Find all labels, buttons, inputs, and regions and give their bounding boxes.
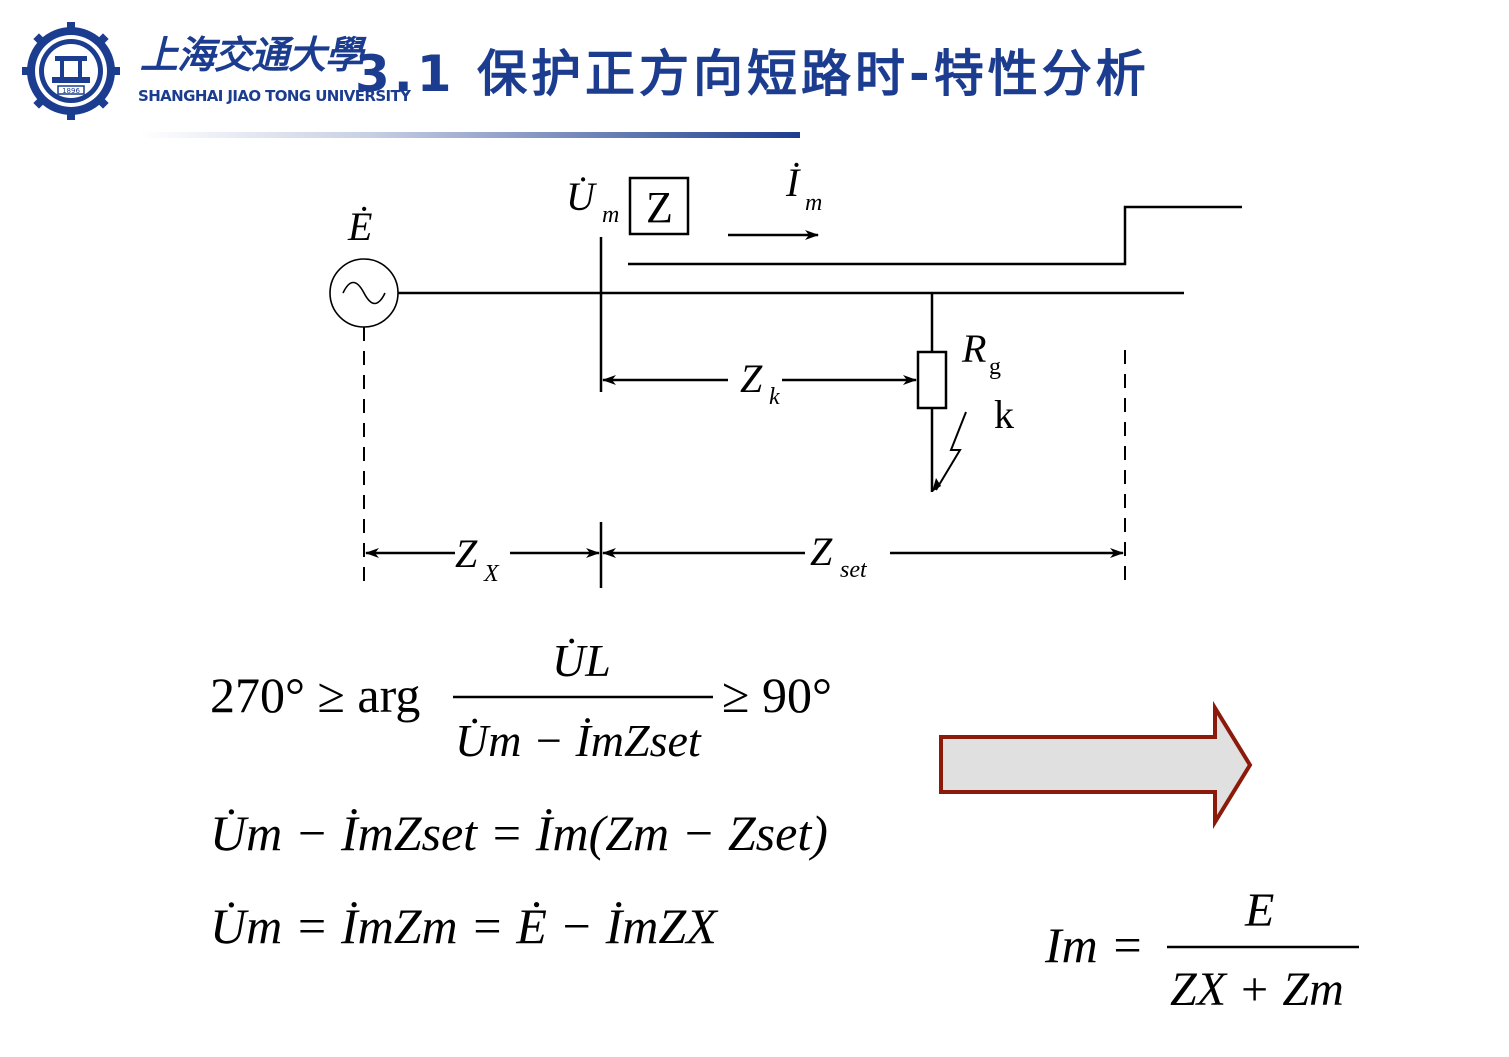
zx-label: Z: [455, 531, 478, 576]
formula-1-numerator: U̇L: [552, 635, 611, 686]
title-underline: [140, 132, 800, 138]
source-label: Ė: [347, 204, 372, 249]
formula-3: U̇m = İmZm = Ė − İmZX: [210, 898, 719, 954]
formula-4-left: Im =: [1044, 917, 1144, 973]
fault-resistor-label: R: [961, 326, 986, 371]
slide-title: 3.1 保护正方向短路时-特性分析: [355, 45, 1150, 103]
voltage-label: U̇: [566, 174, 598, 219]
fault-point-label: k: [994, 392, 1014, 437]
formula-1-right: ≥ 90°: [722, 667, 832, 723]
formula-1-denominator: U̇m − İmZset: [455, 715, 702, 766]
university-name-en: SHANGHAI JIAO TONG UNIVERSITY: [138, 87, 411, 105]
zset-label-sub: set: [840, 557, 868, 583]
voltage-label-sub: m: [602, 202, 619, 228]
formula-4-numerator: E: [1244, 884, 1274, 937]
formula-4-denominator: ZX + Zm: [1170, 963, 1344, 1016]
fault-resistor: [916, 350, 948, 410]
zk-label: Z: [740, 356, 763, 401]
relay-box: [628, 176, 690, 236]
slide-header: 1896 上海交通大學 SHANGHAI JIAO TONG UNIVERSIT…: [0, 0, 1509, 140]
relay-label: Z: [646, 183, 673, 232]
formula-1-left: 270° ≥ arg: [210, 667, 420, 723]
fault-resistor-sub: g: [989, 354, 1001, 380]
zset-label: Z: [810, 529, 833, 574]
formula-2: U̇m − İmZset = İm(Zm − Zset): [210, 805, 828, 861]
zx-label-sub: X: [483, 561, 500, 587]
lightning-arrowhead: [932, 478, 941, 492]
parallel-line: [628, 205, 1242, 266]
zk-label-sub: k: [769, 384, 780, 410]
current-label-sub: m: [805, 190, 822, 216]
university-logo: 1896: [22, 22, 120, 120]
implication-arrow-icon: [939, 700, 1253, 830]
university-name-cn: 上海交通大學: [140, 32, 363, 77]
lightning-icon: [935, 411, 967, 491]
current-label: İ: [785, 160, 801, 205]
logo-year: 1896: [62, 87, 80, 95]
